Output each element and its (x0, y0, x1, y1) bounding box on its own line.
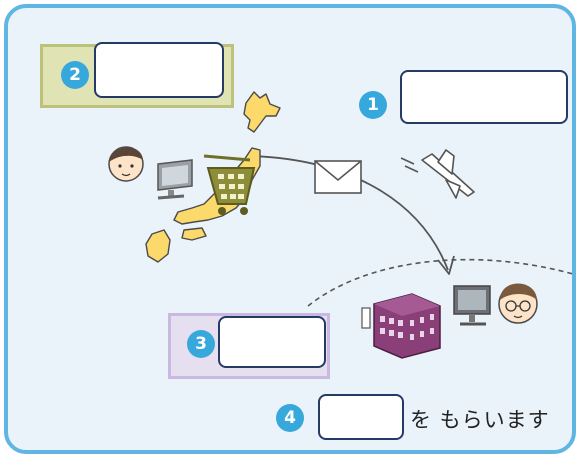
step-2-answer-blank[interactable] (94, 42, 224, 98)
seller-person-icon (498, 283, 538, 324)
seller-building-icon (361, 293, 441, 359)
diagram-art (108, 91, 572, 359)
step-4-badge: 4 (276, 404, 304, 432)
step-4-suffix-text: を もらいます (410, 408, 550, 432)
step-1-answer-blank[interactable] (400, 70, 568, 124)
step-1-badge: 1 (359, 91, 387, 119)
diagram-frame: 1 2 3 4 を もらいます (4, 4, 576, 454)
airplane-icon (400, 149, 475, 199)
seller-monitor-icon (453, 285, 491, 326)
region-boundary-dashed (307, 258, 572, 307)
shopping-cart-icon (203, 154, 256, 215)
buyer-person-icon (108, 146, 144, 182)
step-4-answer-blank[interactable] (318, 394, 404, 440)
envelope-icon (314, 160, 362, 194)
flow-arrow (247, 155, 449, 271)
step-3-answer-blank[interactable] (218, 316, 326, 368)
step-3-badge: 3 (187, 330, 215, 358)
step-2-badge: 2 (61, 61, 89, 89)
flow-arrow-head (437, 255, 455, 275)
computer-monitor-icon (157, 159, 193, 200)
